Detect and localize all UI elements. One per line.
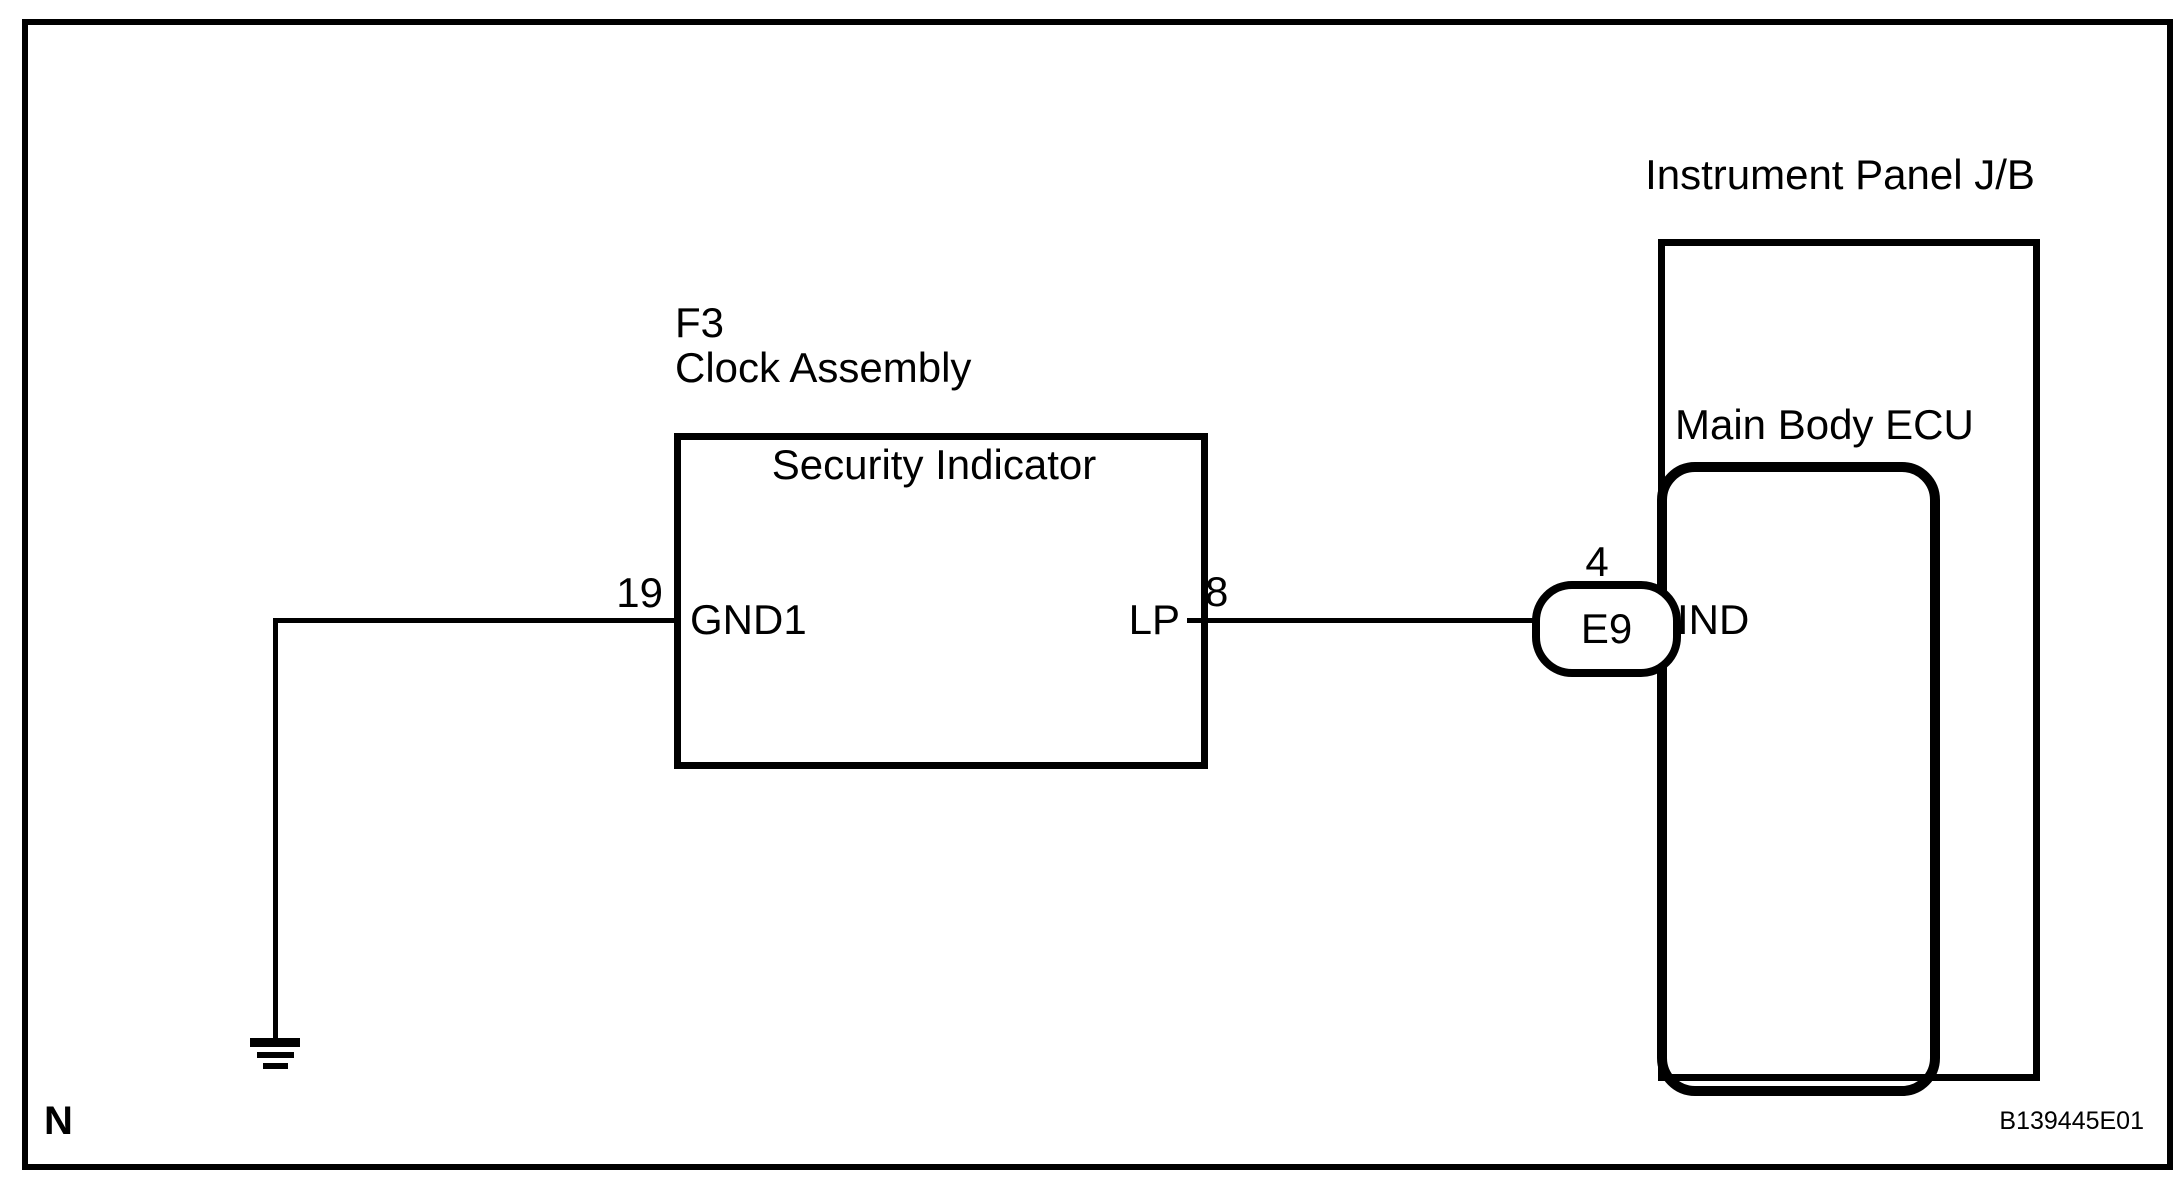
- pin-ind-name: IND: [1677, 596, 1750, 643]
- component-ref-code: F3: [675, 299, 725, 346]
- connector-e9-label: E9: [1580, 605, 1633, 652]
- ground-bar-2: [257, 1052, 294, 1058]
- security-indicator-box: [674, 433, 1208, 769]
- ground-bar-3: [263, 1063, 288, 1069]
- ground-bar-1: [250, 1038, 300, 1047]
- wire-gnd1-horizontal: [273, 618, 681, 623]
- drawing-number: B139445E01: [1999, 1107, 2144, 1135]
- pin-19-number: 19: [616, 569, 663, 616]
- wire-lp-to-connector: [1187, 618, 1540, 623]
- component-name: Clock Assembly: [675, 344, 972, 391]
- security-indicator-label: Security Indicator: [771, 441, 1097, 488]
- system-letter: N: [44, 1099, 73, 1143]
- connector-e9-oval: E9: [1532, 581, 1681, 677]
- pin-4-number: 4: [1585, 538, 1609, 585]
- diagram-border: [22, 19, 2173, 1170]
- wire-ground-vertical: [273, 618, 278, 1042]
- instrument-panel-jb-label: Instrument Panel J/B: [1645, 151, 2035, 198]
- pin-8-number: 8: [1205, 568, 1229, 615]
- ground-icon: [250, 1038, 300, 1070]
- pin-gnd1-name: GND1: [690, 596, 807, 643]
- pin-lp-name: LP: [1128, 596, 1180, 643]
- main-body-ecu-label: Main Body ECU: [1675, 401, 1974, 448]
- main-body-ecu-connector-block: [1657, 462, 1940, 1096]
- component-callout: F3 Clock Assembly: [675, 300, 971, 390]
